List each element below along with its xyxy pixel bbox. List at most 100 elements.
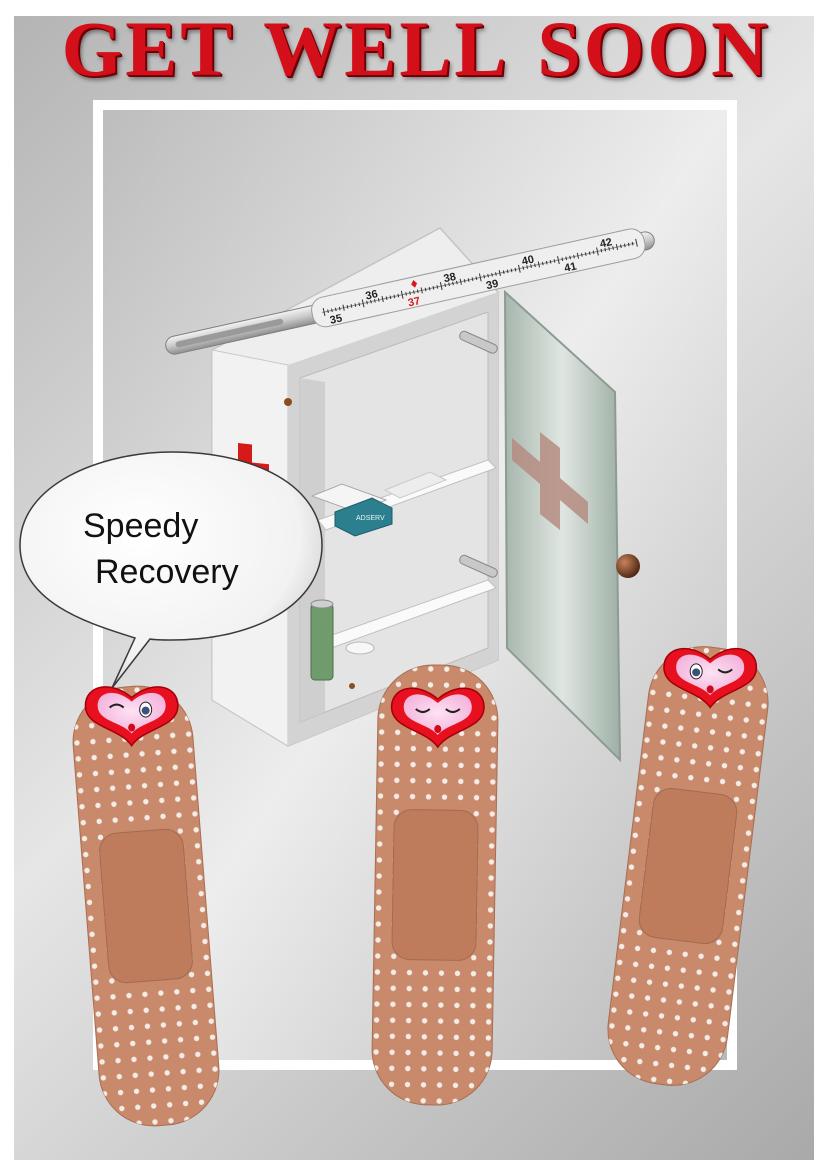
thermometer-tick bbox=[452, 281, 454, 286]
thermometer-tick bbox=[549, 260, 552, 264]
thermometer-tick bbox=[545, 260, 548, 265]
thermometer-tick bbox=[471, 277, 474, 281]
thermometer-tick bbox=[487, 273, 489, 278]
thermometer-tick bbox=[448, 282, 450, 287]
thermometer-tick bbox=[409, 291, 411, 295]
thermometer-tick bbox=[600, 248, 603, 253]
thermometer-tick bbox=[569, 255, 571, 260]
thermometer-tick bbox=[428, 286, 431, 291]
thermometer-tick bbox=[530, 264, 532, 268]
thermometer-tick bbox=[584, 252, 587, 256]
thermometer-tick bbox=[596, 247, 599, 256]
thermometer-tick bbox=[565, 256, 568, 261]
thermometer-tick bbox=[370, 299, 372, 304]
cabinet-door bbox=[503, 289, 640, 763]
thermometer-tick bbox=[541, 261, 544, 266]
thermometer-tick bbox=[350, 304, 353, 308]
thermometer-tick bbox=[358, 302, 361, 307]
thermometer-tick bbox=[366, 300, 368, 305]
thermometer-tick bbox=[342, 304, 345, 311]
thermometer-tick bbox=[373, 298, 376, 303]
thermometer-tick bbox=[413, 290, 415, 294]
bandage-left bbox=[68, 681, 224, 1131]
thermometer-tick bbox=[506, 269, 509, 274]
thermometer-tick bbox=[327, 309, 329, 313]
thermometer-tick bbox=[627, 242, 630, 247]
thermometer-tick bbox=[424, 287, 427, 292]
thermometer-tick bbox=[612, 246, 614, 250]
thermometer-tick bbox=[576, 252, 580, 259]
fever-marker-icon bbox=[411, 279, 418, 288]
heart-face-icon bbox=[390, 687, 485, 748]
thermometer-tick bbox=[463, 279, 466, 283]
thermometer-tick bbox=[635, 238, 638, 247]
thermometer-tick bbox=[491, 273, 493, 277]
title-word-soon: SOON bbox=[537, 5, 771, 92]
thermometer-tick bbox=[502, 270, 505, 275]
speech-bubble-text: Speedy Recovery bbox=[66, 503, 276, 595]
thermometer-tick bbox=[588, 251, 591, 255]
thermometer-tick bbox=[397, 293, 400, 298]
thermometer-tick bbox=[416, 289, 419, 294]
thermometer-tick bbox=[478, 273, 482, 282]
bandage-right bbox=[601, 639, 775, 1093]
temp-label-36: 36 bbox=[364, 288, 379, 302]
thermometer-tick bbox=[510, 268, 513, 273]
temp-label-35: 35 bbox=[329, 312, 344, 326]
thermometer-tick bbox=[615, 244, 619, 251]
thermometer-tick bbox=[346, 305, 349, 309]
thermometer-tick bbox=[475, 276, 478, 281]
door-cross-icon bbox=[512, 432, 588, 530]
thermometer-tick bbox=[393, 294, 396, 299]
thermometer-tick bbox=[514, 267, 517, 272]
temp-label-39: 39 bbox=[485, 278, 500, 292]
title-word-get: GET bbox=[61, 5, 236, 92]
heart-face-icon bbox=[663, 647, 758, 709]
thermometer-tick bbox=[400, 290, 404, 299]
thermometer-tick bbox=[467, 278, 470, 282]
thermometer-tick bbox=[557, 256, 560, 265]
temp-label-42: 42 bbox=[599, 236, 614, 250]
thermometer: 35 36 37 38 39 40 41 42 bbox=[165, 228, 655, 355]
thermometer-tick bbox=[322, 308, 326, 317]
thermometer-tick bbox=[553, 259, 556, 263]
thermometer-tick bbox=[389, 295, 392, 300]
pill-box-label: ADSERV bbox=[356, 515, 385, 522]
title-word-well: WELL bbox=[263, 5, 510, 92]
bubble-line-2: Recovery bbox=[95, 553, 239, 591]
thermometer-tick bbox=[483, 274, 486, 279]
thermometer-tick bbox=[405, 292, 407, 296]
thermometer-tick bbox=[620, 244, 622, 249]
thermometer-tick bbox=[439, 282, 443, 291]
thermometer-tick bbox=[623, 243, 626, 248]
thermometer-tick bbox=[604, 247, 607, 252]
thermometer-tick bbox=[381, 296, 384, 303]
thermometer-tick bbox=[580, 253, 583, 257]
thermometer-tick bbox=[526, 265, 529, 269]
temp-label-40: 40 bbox=[521, 254, 536, 268]
thermometer-tick bbox=[498, 270, 501, 277]
speech-bubble-icon bbox=[19, 451, 323, 689]
thermometer-ticks bbox=[322, 238, 638, 317]
temp-label-38: 38 bbox=[443, 271, 458, 285]
temp-label-41: 41 bbox=[563, 260, 578, 274]
thermometer-tick bbox=[631, 241, 634, 246]
pill-box: ADSERV bbox=[310, 483, 393, 537]
thermometer-tick bbox=[537, 261, 541, 268]
thermometer-tick bbox=[592, 250, 595, 255]
thermometer-tick bbox=[517, 264, 521, 273]
thermometer-tick bbox=[354, 303, 357, 307]
thermometer-tick bbox=[420, 287, 423, 294]
heart-face-icon bbox=[84, 686, 179, 747]
thermometer-tick bbox=[522, 266, 525, 270]
door-knob bbox=[616, 554, 640, 578]
thermometer-tick bbox=[534, 263, 536, 268]
medicine-tube bbox=[310, 599, 334, 681]
medicine-cabinet: ADSERV bbox=[211, 227, 640, 763]
thermometer-tick bbox=[338, 306, 341, 311]
thermometer-tick bbox=[444, 283, 447, 288]
thermometer-tick bbox=[561, 257, 564, 262]
thermometer-tick bbox=[455, 280, 458, 285]
